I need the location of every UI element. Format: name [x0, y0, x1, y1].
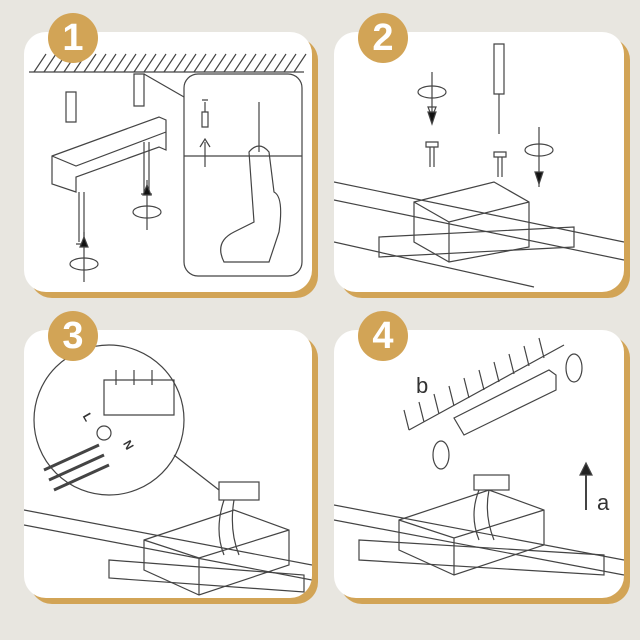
profile	[358, 539, 605, 576]
step-2-panel	[334, 32, 624, 292]
anchor-detail	[199, 99, 211, 167]
rail	[334, 181, 624, 288]
drill	[220, 102, 282, 263]
junction-box	[413, 181, 530, 263]
junction-box	[143, 509, 290, 596]
screw	[493, 151, 507, 177]
down-arrow-icon	[534, 171, 544, 186]
terminal-block	[473, 474, 510, 491]
step-number-3: 3	[48, 311, 98, 361]
inset-pointer	[143, 73, 185, 98]
up-arrow-head-icon	[579, 461, 593, 476]
wall-anchor	[65, 91, 77, 123]
terminal-detail	[103, 370, 175, 416]
ceiling-hatch	[403, 337, 565, 431]
profile	[378, 226, 575, 258]
step-3-panel: L N	[24, 330, 312, 598]
junction-box	[398, 489, 545, 576]
step-number-4: 4	[358, 311, 408, 361]
step-number-1: 1	[48, 13, 98, 63]
profile	[108, 559, 305, 593]
step-1-panel	[24, 32, 312, 292]
label-a: a	[597, 490, 610, 515]
insert-direction-line	[83, 180, 148, 282]
wires	[43, 443, 110, 492]
up-arrow-icon	[79, 183, 152, 248]
cable	[218, 499, 240, 556]
step-4-panel: b a	[334, 330, 624, 598]
screw	[425, 141, 439, 167]
cable	[473, 489, 495, 541]
detail-inset	[183, 73, 303, 277]
screwdriver	[493, 43, 505, 134]
magnifier-pointer	[173, 454, 220, 491]
ceiling-hatch	[29, 53, 307, 73]
screw	[76, 192, 87, 245]
bracket	[51, 116, 167, 193]
detail-magnifier	[33, 344, 185, 496]
bracket	[453, 369, 557, 436]
mounting-illustration	[334, 337, 624, 576]
down-arrow-icon	[427, 111, 437, 126]
rail	[24, 509, 312, 581]
terminal-block	[218, 481, 260, 501]
box-fixing-illustration	[334, 43, 624, 288]
step-number-2: 2	[358, 13, 408, 63]
wall-anchor	[133, 73, 145, 107]
bracket-mounting-illustration	[29, 53, 307, 282]
rotate-arrow-icon	[432, 440, 450, 470]
label-b: b	[416, 373, 429, 398]
earth-symbol-icon	[96, 425, 112, 441]
rotate-arrow-icon	[565, 353, 583, 383]
wiring-illustration	[24, 344, 312, 596]
